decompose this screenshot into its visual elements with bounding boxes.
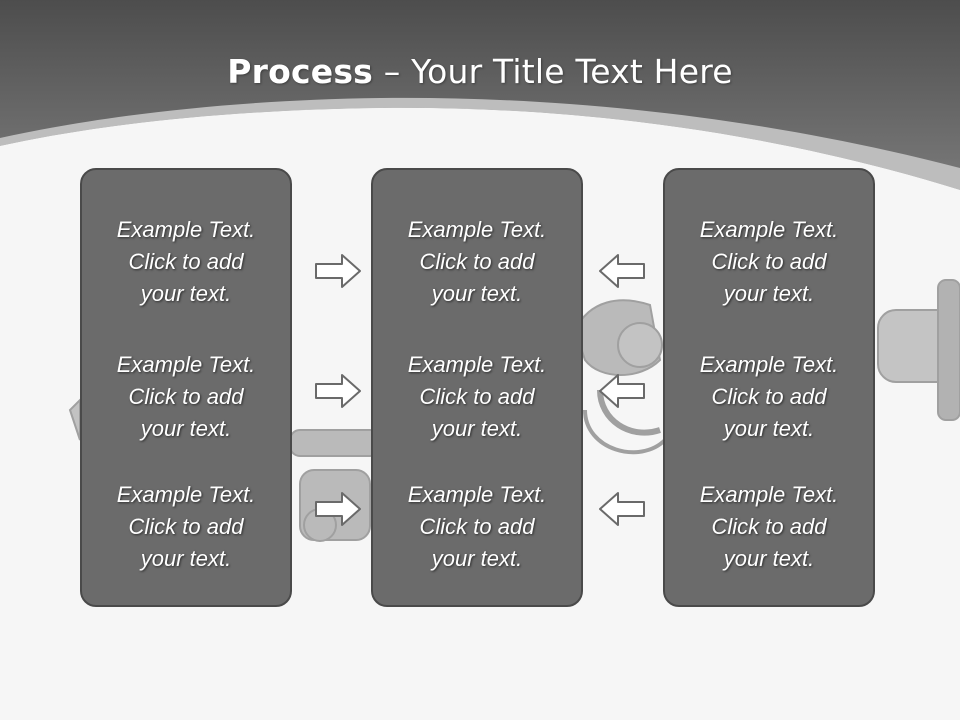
text-line: Example Text. [407,352,547,377]
text-line: Click to add [128,384,244,409]
text-line: Example Text. [407,482,547,507]
placeholder-text-block[interactable]: Example Text. Click to add your text. [373,214,581,310]
left-arrow-icon [599,374,645,408]
process-box-right[interactable]: Example Text. Click to add your text. Ex… [663,168,875,607]
text-line: your text. [431,416,523,441]
text-line: Example Text. [699,217,839,242]
text-line: your text. [723,281,815,306]
placeholder-text-block[interactable]: Example Text. Click to add your text. [373,479,581,575]
text-line: your text. [140,281,232,306]
placeholder-text-block[interactable]: Example Text. Click to add your text. [82,479,290,575]
text-line: Example Text. [116,217,256,242]
text-line: your text. [140,416,232,441]
right-arrow-icon [315,374,361,408]
slide-title[interactable]: Process – Your Title Text Here [0,52,960,91]
placeholder-text-block[interactable]: Example Text. Click to add your text. [665,479,873,575]
process-box-center[interactable]: Example Text. Click to add your text. Ex… [371,168,583,607]
text-line: Click to add [711,384,827,409]
text-line: Click to add [711,249,827,274]
right-arrow-icon [315,492,361,526]
placeholder-text-block[interactable]: Example Text. Click to add your text. [82,214,290,310]
process-box-left[interactable]: Example Text. Click to add your text. Ex… [80,168,292,607]
text-line: your text. [723,546,815,571]
text-line: Example Text. [116,352,256,377]
text-line: Click to add [128,514,244,539]
text-line: Click to add [419,514,535,539]
title-rest-part: – Your Title Text Here [383,52,733,91]
text-line: Example Text. [699,482,839,507]
left-arrow-icon [599,492,645,526]
text-line: Example Text. [699,352,839,377]
right-arrow-icon [315,254,361,288]
placeholder-text-block[interactable]: Example Text. Click to add your text. [373,349,581,445]
text-line: your text. [431,281,523,306]
placeholder-text-block[interactable]: Example Text. Click to add your text. [665,214,873,310]
title-bold-part: Process [227,52,374,91]
text-line: Click to add [419,249,535,274]
placeholder-text-block[interactable]: Example Text. Click to add your text. [82,349,290,445]
text-line: Click to add [711,514,827,539]
text-line: Click to add [128,249,244,274]
header-swoosh [0,97,960,190]
text-line: Click to add [419,384,535,409]
text-line: your text. [140,546,232,571]
text-line: your text. [723,416,815,441]
text-line: Example Text. [407,217,547,242]
text-line: Example Text. [116,482,256,507]
left-arrow-icon [599,254,645,288]
text-line: your text. [431,546,523,571]
placeholder-text-block[interactable]: Example Text. Click to add your text. [665,349,873,445]
